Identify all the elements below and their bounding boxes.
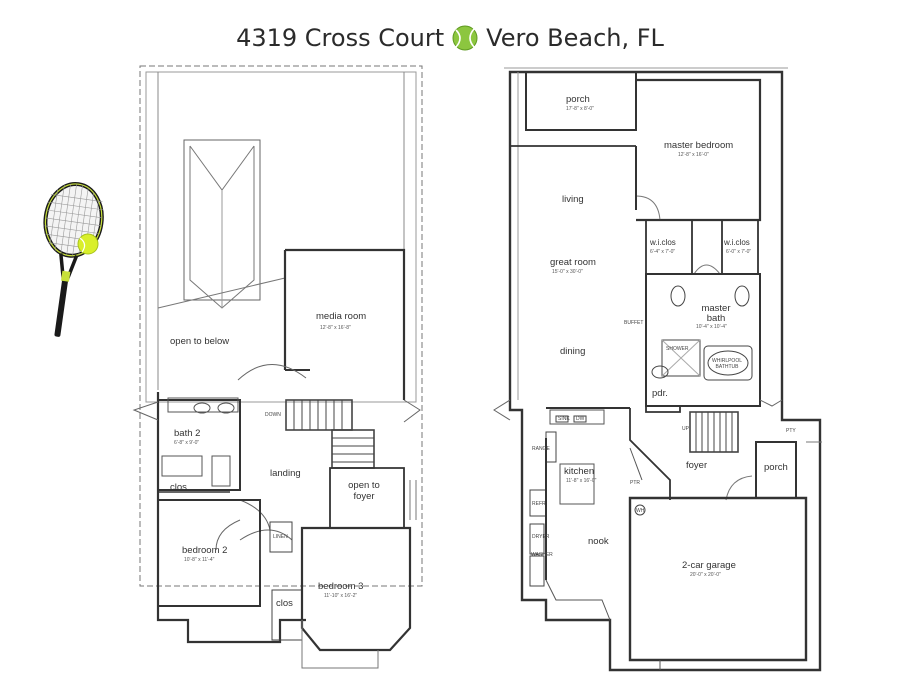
label-great-room: great room <box>550 257 596 268</box>
label-living: living <box>562 194 584 205</box>
label-garage: 2-car garage <box>682 560 736 571</box>
dim-kitchen: 11'-8" x 16'-0" <box>566 478 597 484</box>
label-up: UP <box>682 426 689 432</box>
label-refr: REFR <box>532 501 546 507</box>
label-sink: SINK <box>558 416 570 422</box>
title-city: Vero Beach, FL <box>486 24 664 52</box>
label-porch-side: porch <box>764 462 788 473</box>
upper-floor-plan: open to below media room 12'-8" x 16'-8"… <box>120 60 450 680</box>
label-nook: nook <box>588 536 609 547</box>
main-floor-plan: porch 17'-8" x 8'-0" master bedroom 12'-… <box>490 60 830 690</box>
tennis-ball-icon <box>452 25 478 51</box>
label-bedroom-3: bedroom 3 <box>318 581 364 592</box>
label-master-bedroom: master bedroom <box>664 140 734 151</box>
label-landing: landing <box>270 468 301 479</box>
dim-wic-1: 6'-4" x 7'-0" <box>650 249 676 255</box>
tennis-racket-icon <box>32 180 114 346</box>
dim-bedroom-3: 11'-10" x 16'-2" <box>324 593 358 599</box>
label-open-to-foyer: open to foyer <box>348 480 380 502</box>
title-address: 4319 Cross Court <box>236 24 445 52</box>
label-kitchen: kitchen <box>564 466 595 477</box>
label-linen: LINEN <box>273 534 288 540</box>
label-wic-1: w.i.clos <box>650 238 676 247</box>
label-pty: PTY <box>786 428 796 434</box>
dim-wic-2: 6'-0" x 7'-0" <box>726 249 752 255</box>
label-shower: SHOWER <box>666 346 689 352</box>
label-wic-2: w.i.clos <box>724 238 750 247</box>
label-media-room: media room <box>316 311 367 322</box>
label-washer: WASHER <box>531 552 553 558</box>
label-pantry: PTR <box>630 480 640 486</box>
label-pdr: pdr. <box>652 388 668 399</box>
label-wh: WH <box>636 508 645 514</box>
label-bath-2: bath 2 <box>174 428 201 439</box>
label-down: DOWN <box>265 412 281 418</box>
dim-media-room: 12'-8" x 16'-8" <box>320 325 351 331</box>
label-whirlpool: WHIRLPOOL BATHTUB <box>711 358 742 370</box>
label-buffet: BUFFET <box>624 320 644 326</box>
label-dryer: DRYER <box>532 534 550 540</box>
label-dining: dining <box>560 346 586 357</box>
dim-master-bath: 10'-4" x 10'-4" <box>696 324 727 330</box>
dim-porch-top: 17'-8" x 8'-0" <box>566 106 594 112</box>
label-bedroom-2: bedroom 2 <box>182 545 228 556</box>
label-clos-upper: clos <box>170 482 187 493</box>
label-dw: DW <box>576 416 585 422</box>
page-title: 4319 Cross Court Vero Beach, FL <box>0 18 900 58</box>
label-master-bath: master bath <box>701 303 731 324</box>
label-clos-bedroom3: clos <box>276 598 293 609</box>
dim-bedroom-2: 10'-8" x 11'-4" <box>184 557 215 563</box>
dim-bath-2: 6'-8" x 9'-0" <box>174 440 200 446</box>
label-foyer: foyer <box>686 460 708 471</box>
dim-master-bedroom: 12'-8" x 16'-0" <box>678 152 709 158</box>
label-range: RANGE <box>532 446 550 452</box>
dim-garage: 20'-0" x 20'-0" <box>690 572 721 578</box>
label-open-to-below: open to below <box>170 336 230 347</box>
dim-great-room: 15'-0" x 30'-0" <box>552 269 583 275</box>
label-porch-top: porch <box>566 94 590 105</box>
